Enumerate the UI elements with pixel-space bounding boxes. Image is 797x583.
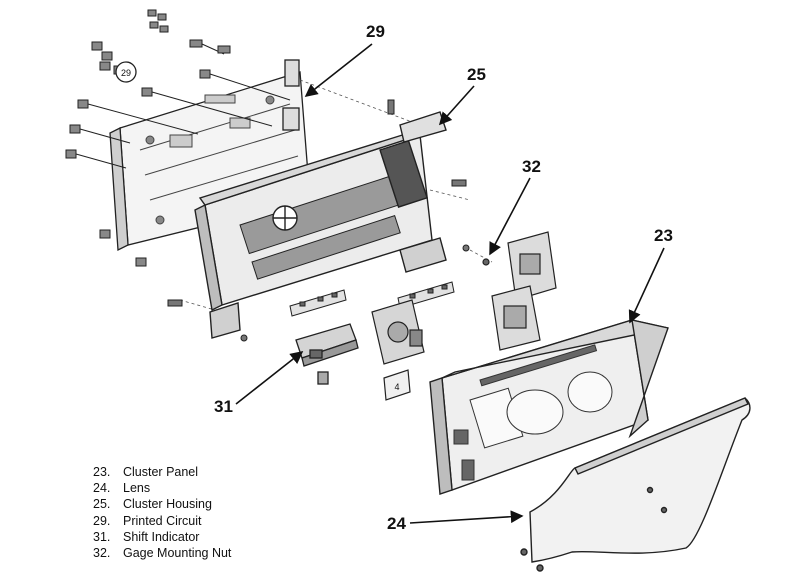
svg-text:29: 29 bbox=[121, 68, 131, 78]
callout-29: 29 bbox=[304, 22, 385, 97]
legend-item: 25.Cluster Housing bbox=[93, 497, 212, 512]
cluster-panel bbox=[429, 319, 669, 495]
bulb-socket-mark: 29 bbox=[115, 61, 137, 83]
callout-24: 24 bbox=[387, 510, 524, 533]
legend-item: 29.Printed Circuit bbox=[93, 513, 202, 528]
legend-item: 31.Shift Indicator bbox=[93, 529, 200, 544]
svg-text:31: 31 bbox=[214, 397, 233, 416]
callout-31: 31 bbox=[214, 351, 304, 416]
legend-item: 24.Lens bbox=[93, 481, 151, 496]
parts-legend: 23.Cluster Panel 24.Lens 25.Cluster Hous… bbox=[93, 464, 231, 561]
svg-text:25: 25 bbox=[467, 65, 486, 84]
svg-text:4: 4 bbox=[394, 382, 399, 392]
circuit-strips bbox=[289, 281, 455, 317]
lens bbox=[520, 397, 751, 572]
shift-indicator bbox=[295, 323, 359, 385]
cluster-housing bbox=[194, 111, 447, 339]
legend-item: 32.Gage Mounting Nut bbox=[93, 546, 232, 561]
callout-25: 25 bbox=[438, 65, 486, 126]
mounting-screws bbox=[167, 99, 470, 342]
legend-item: 23.Cluster Panel bbox=[93, 465, 199, 479]
svg-text:29: 29 bbox=[366, 22, 385, 41]
gage-mechanism bbox=[371, 299, 425, 365]
svg-text:24: 24 bbox=[387, 514, 406, 533]
svg-text:23: 23 bbox=[654, 226, 673, 245]
gage-mounting-nut bbox=[482, 231, 557, 351]
svg-text:32: 32 bbox=[522, 157, 541, 176]
callout-23: 23 bbox=[628, 226, 673, 324]
shift-indicator-card: 4 bbox=[383, 369, 411, 401]
callout-32: 32 bbox=[489, 157, 541, 256]
